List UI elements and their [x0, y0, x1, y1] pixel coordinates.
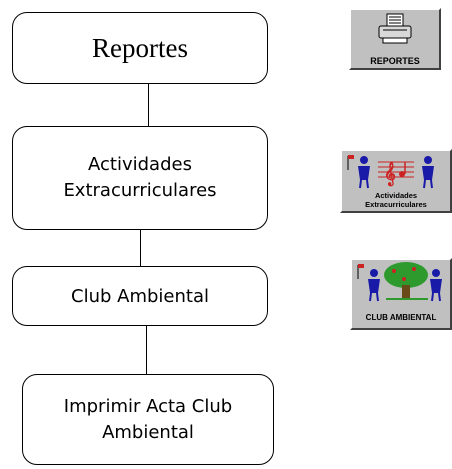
club-ambiental-icon-button[interactable]: CLUB AMBIENTAL: [350, 258, 452, 330]
actividades-icon-caption: Actividades Extracurriculares: [342, 191, 450, 209]
box-imprimir-line-2: Ambiental: [102, 421, 194, 443]
connector-line-3: [146, 326, 147, 374]
actividades-caption-line-1: Actividades: [374, 191, 418, 200]
box-reportes-label: Reportes: [92, 32, 188, 63]
svg-text:𝄞: 𝄞: [384, 161, 396, 187]
music-figures-icon: 𝄞: [347, 155, 434, 189]
reportes-icon-button[interactable]: REPORTES: [349, 8, 441, 70]
box-imprimir-acta: Imprimir Acta Club Ambiental: [22, 374, 274, 465]
printer-icon: [378, 13, 412, 44]
club-ambiental-icon-caption: CLUB AMBIENTAL: [365, 313, 437, 322]
box-club-label: Club Ambiental: [71, 285, 209, 307]
box-club-ambiental: Club Ambiental: [12, 266, 268, 326]
box-actividades-line-1: Actividades: [88, 154, 192, 175]
connector-line-2: [140, 230, 141, 266]
actividades-icon-button[interactable]: 𝄞 Actividades Extracurriculares: [340, 149, 452, 213]
box-imprimir-line-1: Imprimir Acta Club: [63, 395, 233, 417]
box-actividades-line-2: Extracurriculares: [63, 180, 217, 201]
reportes-icon-caption: REPORTES: [370, 56, 420, 66]
actividades-caption-line-2: Extracurriculares: [365, 200, 427, 209]
tree-figures-icon: [357, 262, 442, 302]
box-reportes: Reportes: [12, 12, 268, 84]
connector-line-1: [148, 84, 149, 126]
box-actividades-extracurriculares: Actividades Extracurriculares: [12, 126, 268, 230]
